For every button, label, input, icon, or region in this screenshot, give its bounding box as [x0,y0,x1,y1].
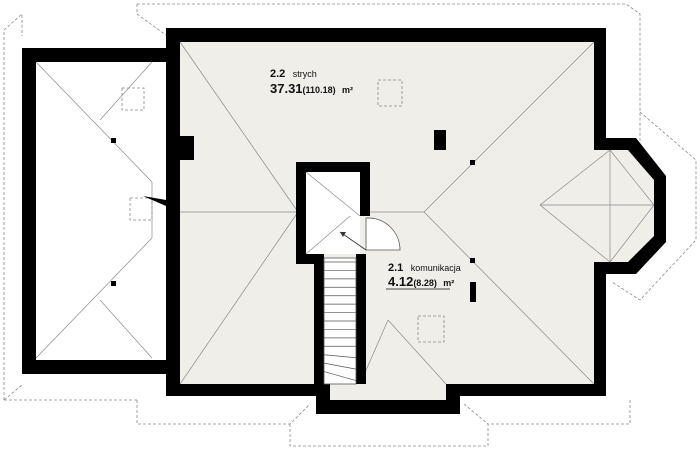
stairs [305,171,361,385]
room-area: 37.31 [270,81,303,96]
stair-walls [296,162,370,396]
area-unit: m² [342,85,353,95]
stair-tread [323,354,357,359]
room-area: 4.12 [388,274,413,289]
svg-text:4.12(8.28) m²: 4.12(8.28) m² [388,273,454,290]
room-name: strych [293,69,317,79]
garage-roof [22,50,164,370]
room-label-attic: 2.2 strych 37.31(110.18) m² [270,64,353,97]
walls [22,28,606,414]
attic-floor [180,42,606,400]
bay-floor [594,150,654,264]
room-name: komunikacja [411,263,461,273]
stair-steps [323,261,357,381]
room-area-secondary: (8.28) [413,278,437,288]
room-area-secondary: (110.18) [303,85,336,95]
svg-text:37.31(110.18) m²: 37.31(110.18) m² [270,80,353,97]
room-number: 2.1 [388,262,403,274]
svg-text:2.1 komunikacja: 2.1 komunikacja [388,258,461,275]
room-label-hallway: 2.1 komunikacja 4.12(8.28) m² [386,258,461,290]
stair-tread [323,371,357,381]
roof-outline [3,3,697,447]
skylights [377,79,445,343]
stair-tread [323,362,357,370]
svg-text:2.2 strych: 2.2 strych [270,64,317,81]
room-number: 2.2 [270,68,285,80]
door-swing [339,217,401,251]
bay-wall [594,138,666,274]
area-unit: m² [443,278,454,288]
